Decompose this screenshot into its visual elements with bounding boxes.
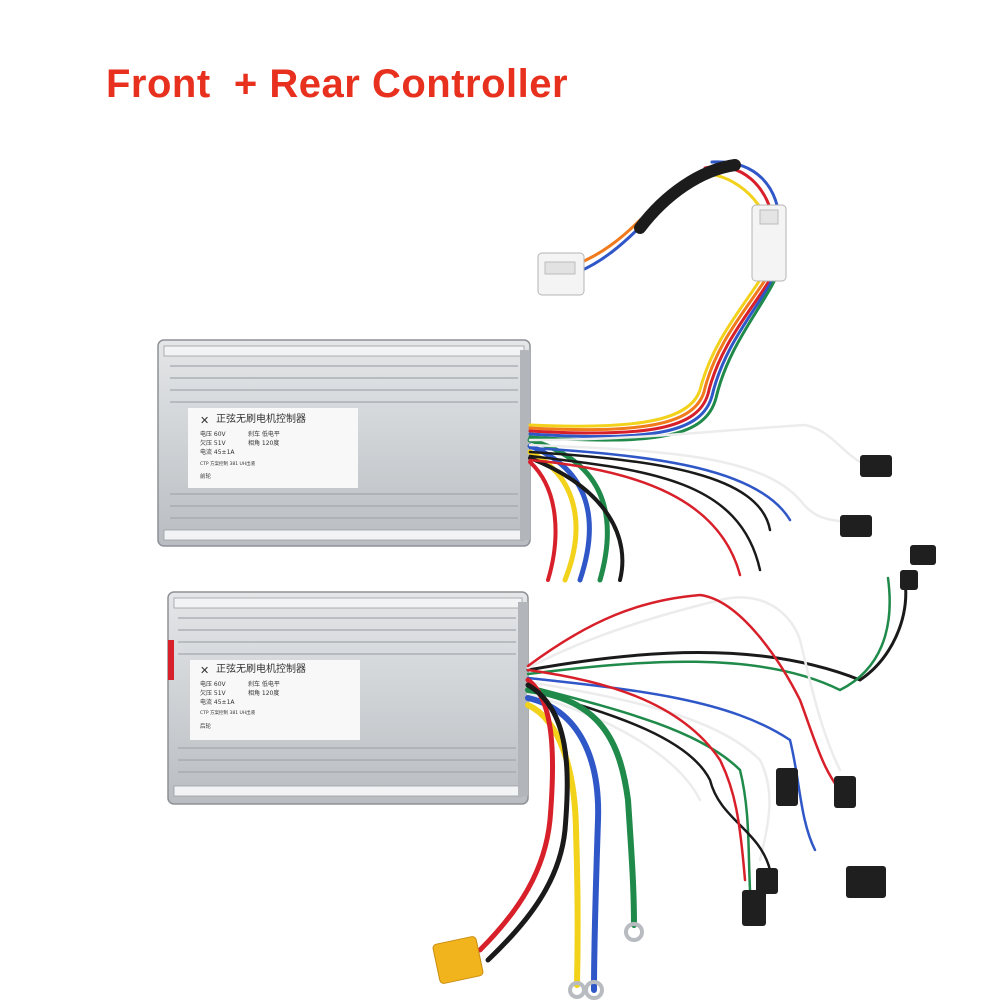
- ring-terminal-yellow: [568, 981, 586, 999]
- front-spec-3: 电流 45±1A: [200, 448, 235, 456]
- rear-position: 后轮: [200, 722, 212, 730]
- front-logo-icon: ✕: [200, 414, 209, 427]
- rear-spec-1: 电压 60V: [200, 680, 227, 688]
- rear-logo-icon: ✕: [200, 664, 209, 677]
- rear-spec-2: 欠压 51V: [200, 689, 227, 697]
- front-spec-1: 电压 60V: [200, 430, 227, 438]
- rear-top-connector: [900, 570, 918, 590]
- front-aux-connector: [910, 545, 936, 565]
- rear-wires: [477, 576, 908, 993]
- headline-text: Front + Rear Controller: [106, 62, 569, 106]
- rear-multi-connector: [846, 866, 886, 898]
- front-spec-4: 刹车 低电平: [248, 430, 280, 438]
- front-controller: ✕ 正弦无刷电机控制器 电压 60V 欠压 51V 电流 45±1A 刹车 低电…: [157, 339, 531, 547]
- front-spec-5: 相角 120度: [248, 439, 279, 447]
- rear-connector-4: [742, 890, 766, 926]
- front-position: 前轮: [200, 472, 212, 480]
- front-connectors: [537, 204, 936, 565]
- rear-controller-label: [190, 660, 360, 740]
- rear-note: CTP 方案控制 381 UH出液: [200, 709, 256, 716]
- rear-spec-3: 电流 45±1A: [200, 698, 235, 706]
- front-note: CTP 方案控制 381 UH出液: [200, 460, 256, 467]
- front-wires: [527, 159, 862, 583]
- rear-label-title: 正弦无刷电机控制器: [216, 662, 306, 675]
- rear-controller: ✕ 正弦无刷电机控制器 电压 60V 欠压 51V 电流 45±1A 刹车 低电…: [167, 591, 529, 805]
- xt60-connector: [432, 936, 484, 984]
- rear-connector-2: [834, 776, 856, 808]
- ring-terminal-green: [624, 922, 644, 942]
- front-controller-label: [188, 408, 358, 488]
- rear-spec-4: 刹车 低电平: [248, 680, 280, 688]
- front-brake-connector: [860, 455, 892, 477]
- rear-connector-3: [756, 868, 778, 894]
- front-spec-2: 欠压 51V: [200, 439, 227, 447]
- front-throttle-connector: [840, 515, 872, 537]
- rear-connectors: [432, 570, 918, 1000]
- front-label-title: 正弦无刷电机控制器: [216, 412, 306, 425]
- rear-connector-1: [776, 768, 798, 806]
- rear-spec-5: 相角 120度: [248, 689, 279, 697]
